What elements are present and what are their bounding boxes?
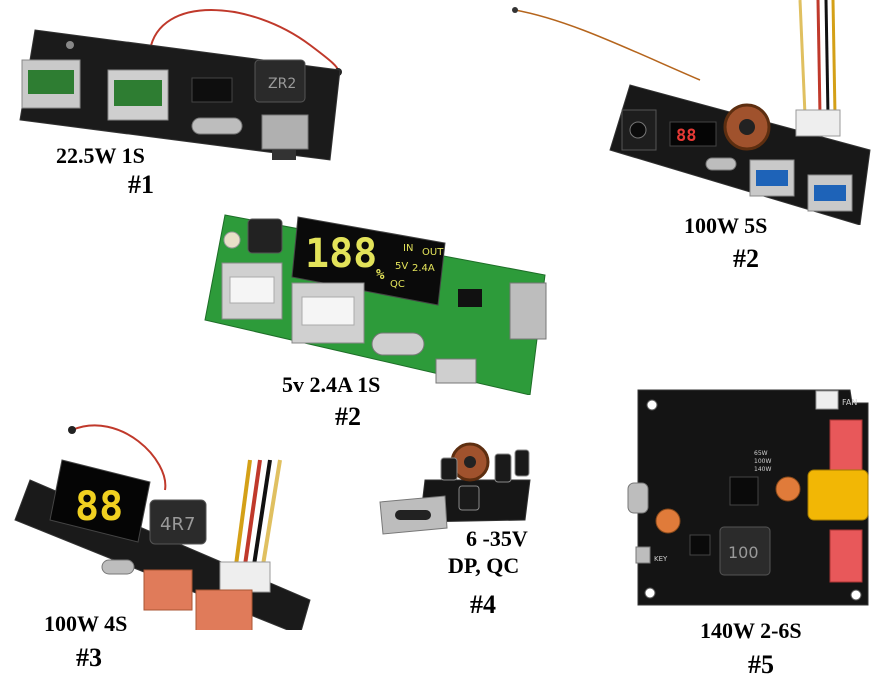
board-2-green-display-out: OUT: [422, 247, 444, 258]
board-5-silk-100w: 100W: [754, 458, 771, 465]
board-4-spec2-label: DP, QC: [448, 553, 520, 578]
board-1-number-label: #1: [128, 170, 154, 199]
board-3-image: 88 4R7: [14, 424, 311, 630]
board-5-silk-140w: 140W: [754, 466, 771, 473]
board-2-green-display-in: IN: [403, 243, 413, 254]
board-5-silk-key: KEY: [654, 555, 668, 563]
board-1-image: ZR2: [19, 9, 342, 161]
board-2-large-image: 88: [512, 0, 871, 225]
board-2-large-number-label: #2: [733, 244, 759, 273]
board-1-spec-label: 22.5W 1S: [56, 143, 145, 168]
board-2-green-display-amp: 2.4A: [412, 263, 435, 274]
board-2-green-display-digits: 188: [305, 231, 377, 277]
board-2-green-display-volt: 5V: [395, 261, 408, 272]
board-4-number-label: #4: [470, 590, 496, 619]
board-5-number-label: #5: [748, 650, 774, 679]
board-5-silk-100: 100: [728, 543, 759, 562]
board-3-spec-label: 100W 4S: [44, 611, 128, 636]
board-2-green-display-qc: QC: [390, 279, 405, 290]
board-3-silk-4r7: 4R7: [160, 514, 195, 535]
board-3-number-label: #3: [76, 643, 102, 672]
board-1-silk-zr2: ZR2: [268, 76, 296, 92]
board-3-display-digits: 88: [75, 484, 123, 530]
board-2-green-number-label: #2: [335, 402, 361, 431]
board-5-image: FAN 100 65W 100W 140W KEY: [627, 389, 869, 606]
board-4-spec-label: 6 -35V: [466, 526, 528, 551]
board-2-green-spec-label: 5v 2.4A 1S: [282, 372, 381, 397]
board-5-silk-fan: FAN: [842, 398, 857, 407]
board-4-image: [379, 442, 531, 535]
board-2-green-display-percent: %: [376, 267, 385, 283]
board-5-spec-label: 140W 2-6S: [700, 618, 802, 643]
board-2-green-image: 188 % IN OUT 5V 2.4A QC: [204, 214, 547, 395]
board-5-silk-65w: 65W: [754, 450, 768, 457]
board-2-large-spec-label: 100W 5S: [684, 213, 768, 238]
board-2-large-display-digits: 88: [676, 126, 696, 146]
